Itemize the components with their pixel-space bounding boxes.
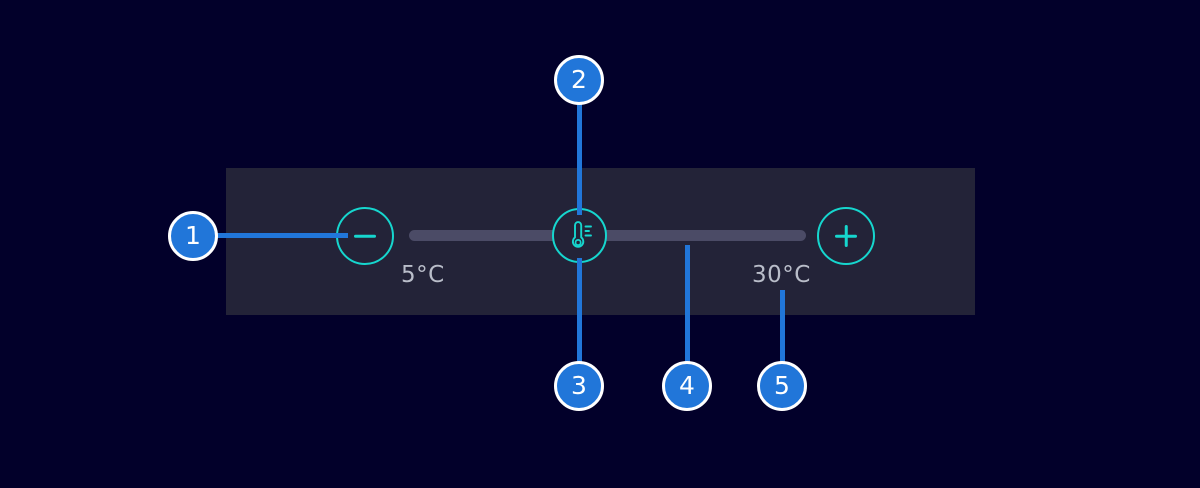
callout-badge-2[interactable]: 2 [554, 55, 604, 105]
minus-icon [354, 234, 376, 238]
min-temperature-label: 5°C [401, 262, 445, 288]
callout-badge-1[interactable]: 1 [168, 211, 218, 261]
callout-leader-2 [577, 100, 582, 215]
slider-thumb[interactable] [552, 208, 607, 263]
slider-track[interactable] [409, 230, 806, 241]
callout-leader-1 [213, 233, 348, 238]
callout-badge-5[interactable]: 5 [757, 361, 807, 411]
callout-badge-4[interactable]: 4 [662, 361, 712, 411]
callout-badge-3[interactable]: 3 [554, 361, 604, 411]
plus-icon-vertical [844, 225, 848, 247]
max-temperature-label: 30°C [752, 262, 811, 288]
callout-leader-3 [577, 258, 582, 366]
thermometer-icon [572, 221, 592, 248]
callout-leader-4 [685, 245, 690, 366]
increase-temperature-button[interactable] [817, 207, 875, 265]
callout-leader-5 [780, 290, 785, 366]
